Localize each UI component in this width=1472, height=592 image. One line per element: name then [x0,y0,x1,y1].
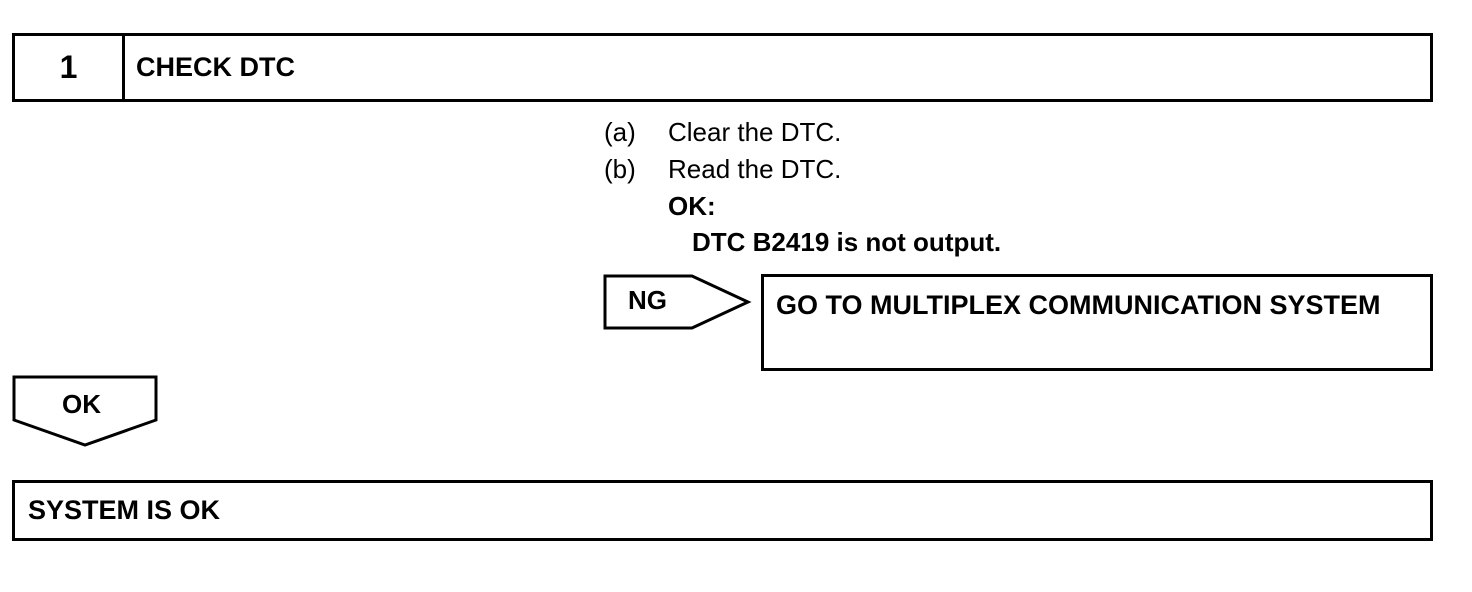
instruction-marker: (a) [604,117,636,147]
ok-criteria-detail: DTC B2419 is not output. [692,227,1002,257]
instruction-list: (a) Clear the DTC. (b) Read the DTC. [604,114,841,188]
instruction-text: Read the DTC. [668,154,842,184]
ok-criteria-label: OK: [668,191,716,221]
step-header: 1 CHECK DTC [12,33,1433,102]
instruction-item: (a) Clear the DTC. [604,114,841,151]
step-number: 1 [15,36,125,99]
ok-arrow-icon [12,375,158,447]
instruction-marker: (b) [604,154,636,184]
ng-arrow-icon [603,274,752,330]
ng-arrow-label: NG [628,285,667,315]
ok-result-box: SYSTEM IS OK [12,480,1433,541]
step-title: CHECK DTC [136,52,295,82]
ng-result-box: GO TO MULTIPLEX COMMUNICATION SYSTEM [761,274,1433,371]
instruction-item: (b) Read the DTC. [604,151,841,188]
ok-arrow-label: OK [62,389,101,419]
instruction-text: Clear the DTC. [668,117,842,147]
